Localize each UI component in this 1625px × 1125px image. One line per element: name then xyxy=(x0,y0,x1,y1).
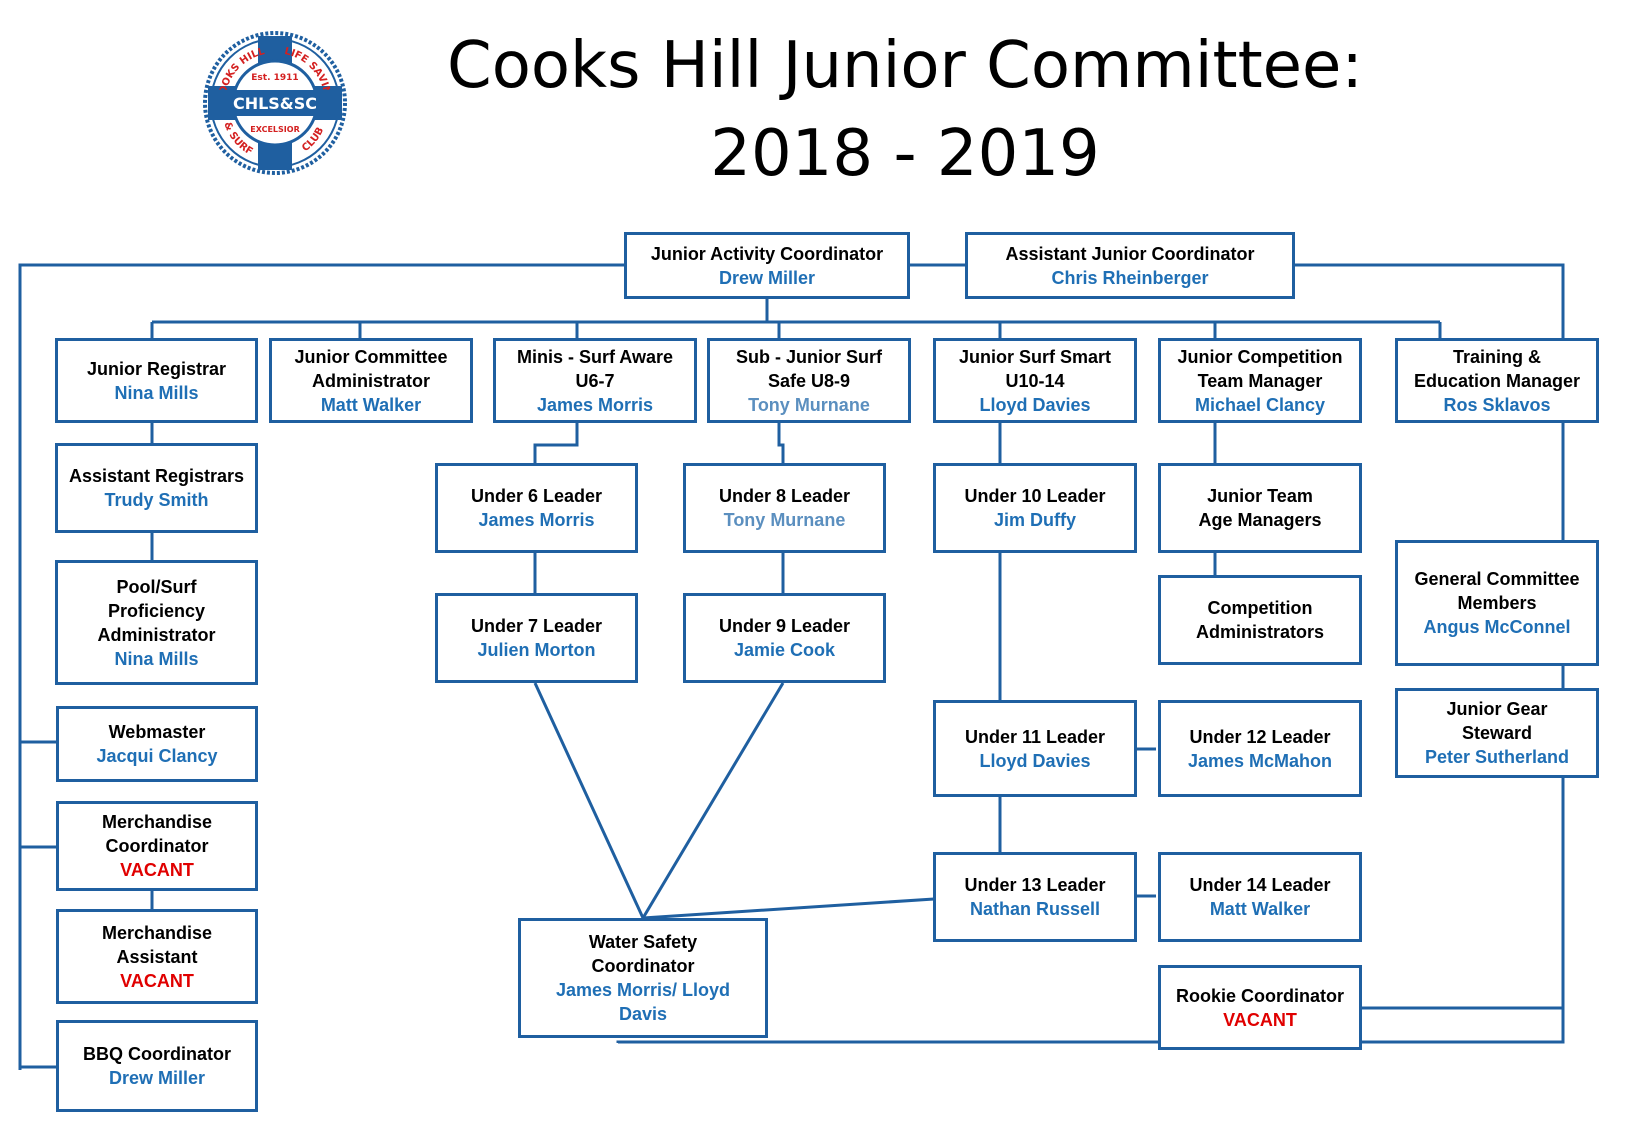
person-name: VACANT xyxy=(120,860,194,880)
title-line-2: 2018 - 2019 xyxy=(710,117,1100,191)
role-label: Junior Committee Administrator xyxy=(294,346,448,391)
role-label: Training & Education Manager xyxy=(1413,346,1581,391)
role-label: Assistant Junior Coordinator xyxy=(1005,243,1255,264)
role-label: Water Safety Coordinator xyxy=(588,932,698,976)
box-junior-surf-smart: Junior Surf Smart U10-14 Lloyd Davies xyxy=(933,338,1137,423)
person-name: James Morris/ Lloyd Davis xyxy=(555,980,731,1024)
person-name: Angus McConnel xyxy=(1423,617,1571,637)
title-line-1: Cooks Hill Junior Committee: xyxy=(447,29,1363,103)
box-under-7-leader: Under 7 Leader Julien Morton xyxy=(435,593,638,683)
person-name: Matt Walker xyxy=(1209,899,1311,919)
box-assistant-junior-coordinator: Assistant Junior Coordinator Chris Rhein… xyxy=(965,232,1295,299)
logo-motto: EXCELSIOR xyxy=(250,125,299,134)
box-under-11-leader: Under 11 Leader Lloyd Davies xyxy=(933,700,1137,797)
person-name: Lloyd Davies xyxy=(979,394,1091,415)
club-logo: COOKS HILL LIFE SAVING & SURF CLUB Est. … xyxy=(203,31,347,175)
box-under-9-leader: Under 9 Leader Jamie Cook xyxy=(683,593,886,683)
box-sub-junior-surf-safe: Sub - Junior Surf Safe U8-9 Tony Murnane xyxy=(707,338,911,423)
person-name: Jacqui Clancy xyxy=(96,746,218,766)
role-label: Sub - Junior Surf Safe U8-9 xyxy=(736,346,882,391)
role-label: Competition Administrators xyxy=(1195,598,1325,642)
box-competition-administrators: Competition Administrators xyxy=(1158,575,1362,665)
person-name: Julien Morton xyxy=(477,640,596,660)
role-label: Under 9 Leader xyxy=(718,616,851,636)
role-label: Junior Registrar xyxy=(86,358,227,379)
box-minis-surf-aware: Minis - Surf Aware U6-7 James Morris xyxy=(493,338,697,423)
box-under-12-leader: Under 12 Leader James McMahon xyxy=(1158,700,1362,797)
role-label: Under 10 Leader xyxy=(964,486,1106,506)
box-under-13-leader: Under 13 Leader Nathan Russell xyxy=(933,852,1137,942)
box-under-6-leader: Under 6 Leader James Morris xyxy=(435,463,638,553)
box-bbq-coordinator: BBQ Coordinator Drew Miller xyxy=(56,1020,258,1112)
person-name: Matt Walker xyxy=(320,394,422,415)
box-water-safety-coordinator: Water Safety Coordinator James Morris/ L… xyxy=(518,918,768,1038)
role-label: Pool/Surf Proficiency Administrator xyxy=(97,576,216,645)
role-label: Rookie Coordinator xyxy=(1175,985,1344,1006)
page-title: Cooks Hill Junior Committee: 2018 - 2019 xyxy=(400,22,1410,198)
box-merchandise-coordinator: Merchandise Coordinator VACANT xyxy=(56,801,258,891)
person-name: Drew Miller xyxy=(718,267,816,288)
person-name: James McMahon xyxy=(1187,750,1333,771)
box-junior-team-age-managers: Junior Team Age Managers xyxy=(1158,463,1362,553)
person-name: Tony Murnane xyxy=(748,394,870,415)
role-label: Junior Team Age Managers xyxy=(1198,486,1322,530)
person-name: Ros Sklavos xyxy=(1443,394,1551,415)
role-label: Under 11 Leader xyxy=(964,726,1106,747)
person-name: Nina Mills xyxy=(114,648,199,669)
role-label: Webmaster xyxy=(108,722,206,742)
role-label: Junior Activity Coordinator xyxy=(650,243,884,264)
person-name: Chris Rheinberger xyxy=(1051,267,1209,288)
role-label: Assistant Registrars xyxy=(68,466,245,486)
box-junior-committee-administrator: Junior Committee Administrator Matt Walk… xyxy=(269,338,473,423)
role-label: Junior Competition Team Manager xyxy=(1177,346,1343,391)
box-general-committee-members: General Committee Members Angus McConnel xyxy=(1395,540,1599,666)
person-name: Lloyd Davies xyxy=(979,750,1091,771)
role-label: BBQ Coordinator xyxy=(83,1044,231,1064)
box-junior-gear-steward: Junior Gear Steward Peter Sutherland xyxy=(1395,688,1599,778)
box-under-14-leader: Under 14 Leader Matt Walker xyxy=(1158,852,1362,942)
person-name: Peter Sutherland xyxy=(1424,747,1570,767)
role-label: Under 7 Leader xyxy=(470,616,603,636)
box-junior-registrar: Junior Registrar Nina Mills xyxy=(55,338,258,423)
person-name: Drew Miller xyxy=(108,1068,206,1088)
person-name: Jim Duffy xyxy=(993,510,1076,530)
role-label: Under 14 Leader xyxy=(1189,875,1331,895)
person-name: VACANT xyxy=(120,970,194,991)
role-label: General Committee Members xyxy=(1414,569,1580,613)
logo-est: Est. 1911 xyxy=(251,73,298,83)
role-label: Under 6 Leader xyxy=(470,486,603,506)
person-name: VACANT xyxy=(1223,1009,1297,1030)
box-under-10-leader: Under 10 Leader Jim Duffy xyxy=(933,463,1137,553)
person-name: Tony Murnane xyxy=(723,510,846,530)
role-label: Junior Gear Steward xyxy=(1446,699,1548,743)
role-label: Under 8 Leader xyxy=(718,486,851,506)
role-label: Under 12 Leader xyxy=(1189,726,1331,747)
box-merchandise-assistant: Merchandise Assistant VACANT xyxy=(56,909,258,1004)
logo-center: CHLS&SC xyxy=(233,94,317,113)
person-name: James Morris xyxy=(478,510,595,530)
role-label: Minis - Surf Aware U6-7 xyxy=(516,346,674,391)
box-rookie-coordinator: Rookie Coordinator VACANT xyxy=(1158,965,1362,1050)
box-pool-surf-proficiency-administrator: Pool/Surf Proficiency Administrator Nina… xyxy=(55,560,258,685)
role-label: Junior Surf Smart U10-14 xyxy=(958,346,1112,391)
person-name: Trudy Smith xyxy=(104,490,209,510)
box-under-8-leader: Under 8 Leader Tony Murnane xyxy=(683,463,886,553)
role-label: Merchandise Assistant xyxy=(101,922,213,967)
role-label: Merchandise Coordinator xyxy=(101,812,213,856)
box-junior-competition-team-manager: Junior Competition Team Manager Michael … xyxy=(1158,338,1362,423)
box-junior-activity-coordinator: Junior Activity Coordinator Drew Miller xyxy=(624,232,910,299)
person-name: Jamie Cook xyxy=(733,640,836,660)
person-name: James Morris xyxy=(536,394,654,415)
person-name: Michael Clancy xyxy=(1194,394,1326,415)
person-name: Nathan Russell xyxy=(969,899,1101,919)
box-training-education-manager: Training & Education Manager Ros Sklavos xyxy=(1395,338,1599,423)
box-assistant-registrars: Assistant Registrars Trudy Smith xyxy=(55,443,258,533)
person-name: Nina Mills xyxy=(114,382,199,403)
box-webmaster: Webmaster Jacqui Clancy xyxy=(56,706,258,782)
role-label: Under 13 Leader xyxy=(964,875,1106,895)
